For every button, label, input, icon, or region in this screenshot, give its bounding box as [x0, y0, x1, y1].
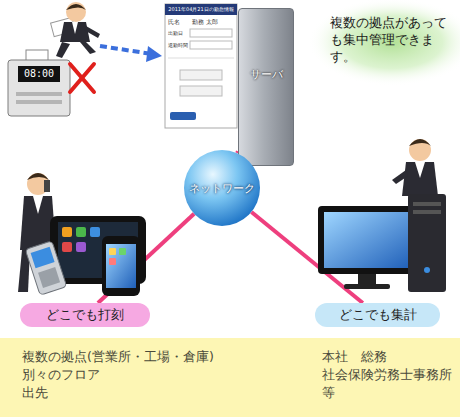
dashed-arrow	[100, 46, 162, 62]
node-text: ネットワーク	[189, 181, 255, 196]
field-value: 勤務 太郎	[192, 18, 234, 26]
node-text: 本社 総務	[322, 348, 460, 366]
field-name: 出勤日	[168, 29, 190, 37]
pink-label: どこでも打刻	[20, 303, 150, 327]
time-clock	[8, 50, 70, 116]
node-text: 社会保険労務士事務所	[322, 366, 460, 384]
screenshot-panel	[165, 4, 237, 128]
note-text: 複数の拠点があっても集中管理できます。	[330, 14, 448, 65]
businessman	[51, 2, 100, 58]
mobile-devices	[18, 173, 146, 296]
location-band: 複数の拠点(営業所・工場・倉庫)別々のフロア出先	[0, 338, 300, 417]
blue-label: どこでも集計	[315, 303, 440, 327]
node-text: 等	[322, 384, 460, 402]
node-text: サーバ	[239, 67, 293, 82]
cross-mark	[70, 64, 94, 92]
network-globe: ネットワーク	[184, 150, 260, 226]
glow-backdrop	[308, 0, 460, 86]
node-text: どこでも打刻	[46, 306, 124, 324]
office-band: 本社 総務社会保険労務士事務所等	[300, 338, 460, 417]
desktop-pc	[318, 139, 446, 292]
node-text: 複数の拠点(営業所・工場・倉庫)	[22, 348, 300, 366]
screen-title: 2011年04月21日の勤怠情報	[165, 5, 237, 14]
node-text: 別々のフロア	[22, 366, 300, 384]
field-name: 退勤時間	[168, 41, 190, 49]
node-text: どこでも集計	[339, 306, 417, 324]
clock-display: 08:00	[18, 66, 60, 82]
node-text: 出先	[22, 384, 300, 402]
server-box: サーバ	[238, 8, 294, 166]
field-name: 氏名	[168, 18, 188, 26]
